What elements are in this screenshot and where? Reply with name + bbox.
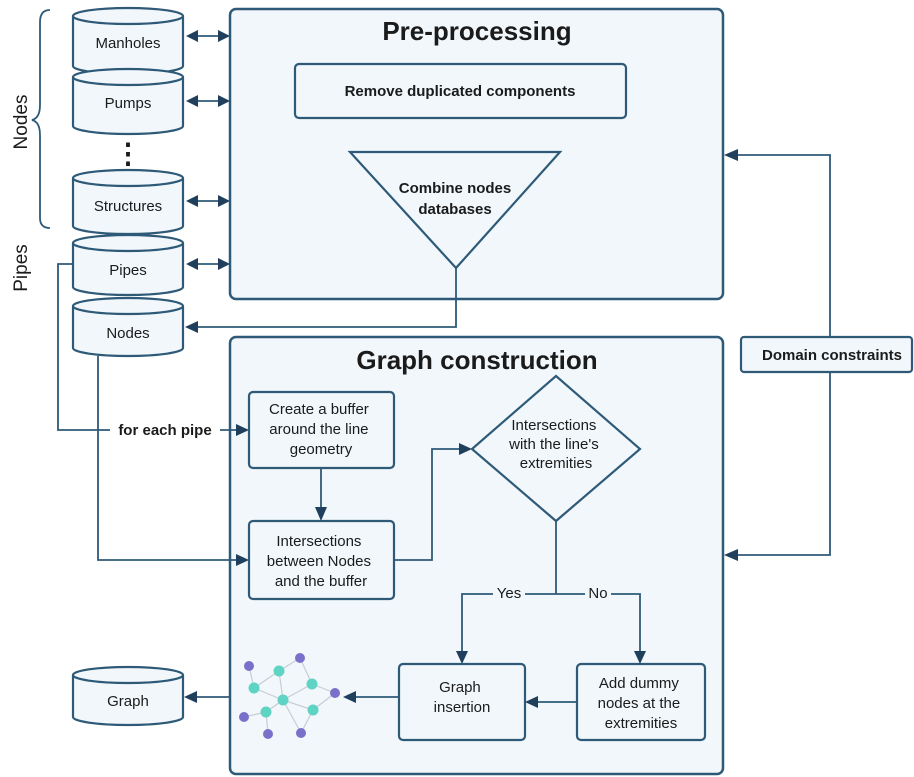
combine-nodes-funnel[interactable] xyxy=(347,150,563,270)
nodes-db-label: Nodes xyxy=(106,325,149,342)
pumps-database[interactable]: Pumps xyxy=(71,67,185,136)
structures-label: Structures xyxy=(94,198,162,215)
graph-node xyxy=(244,661,254,671)
arrowheads xyxy=(184,30,738,708)
graph-construction-title: Graph construction xyxy=(356,345,597,375)
pipes-label: Pipes xyxy=(109,262,147,279)
ellipsis-marker: ⋮ xyxy=(114,138,142,169)
intersections-label: Intersections between Nodes and the buff… xyxy=(267,533,375,590)
remove-duplicates-box[interactable] xyxy=(293,62,628,120)
create-buffer-label: Create a buffer around the line geometry xyxy=(269,401,373,458)
graph-node xyxy=(306,678,318,690)
combine-nodes-label-line1: Combine nodes xyxy=(399,180,512,197)
preprocessing-title: Pre-processing xyxy=(382,16,571,46)
structures-database[interactable]: Structures xyxy=(71,168,185,236)
graph-node xyxy=(330,688,340,698)
pipes-side-label: Pipes xyxy=(11,244,32,292)
yes-label: Yes xyxy=(497,585,521,602)
graph-node xyxy=(260,706,272,718)
for-each-pipe-label: for each pipe xyxy=(118,422,211,439)
graph-node xyxy=(248,682,260,694)
manholes-label: Manholes xyxy=(95,35,160,52)
nodes-side-label: Nodes xyxy=(11,95,32,150)
pumps-label: Pumps xyxy=(105,95,152,112)
graph-node xyxy=(277,694,289,706)
graph-node xyxy=(296,728,306,738)
graph-network-icon xyxy=(239,653,340,739)
domain-constraints-box[interactable] xyxy=(739,335,914,374)
graph-node xyxy=(239,712,249,722)
graph-insertion-label: Graph insertion xyxy=(434,679,491,716)
graph-node xyxy=(307,704,319,716)
graph-db-label: Graph xyxy=(107,693,149,710)
pipes-database[interactable]: Pipes xyxy=(71,233,185,297)
nodes-database[interactable]: Nodes xyxy=(71,296,185,358)
nodes-brace xyxy=(31,9,51,229)
add-dummy-nodes-label: Add dummy nodes at the extremities xyxy=(598,675,685,732)
graph-node xyxy=(295,653,305,663)
manholes-database[interactable]: Manholes xyxy=(71,6,185,76)
graph-node xyxy=(263,729,273,739)
graph-database[interactable]: Graph xyxy=(71,665,185,727)
domain-constraints-label: Domain constraints xyxy=(762,347,902,364)
combine-nodes-label-line2: databases xyxy=(418,201,491,218)
remove-duplicates-label: Remove duplicated components xyxy=(345,83,576,100)
decision-label: Intersections with the line's extremitie… xyxy=(508,417,603,472)
graph-node xyxy=(273,665,285,677)
no-label: No xyxy=(588,585,607,602)
